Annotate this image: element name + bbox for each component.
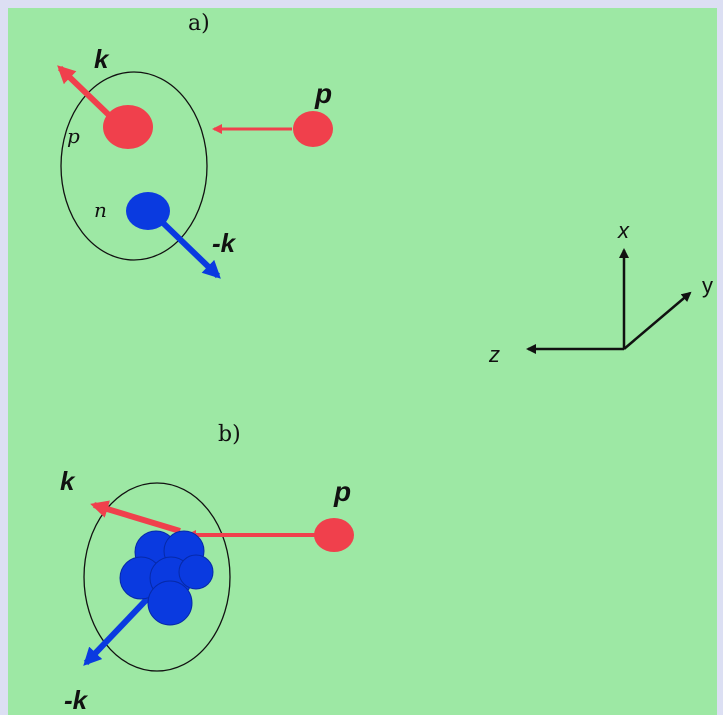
- k-label-a: k: [94, 44, 110, 74]
- proton-a-icon: [103, 105, 153, 149]
- proton-label-a: p: [67, 124, 80, 148]
- z-axis-label: z: [488, 342, 500, 367]
- incoming-proton-a-icon: [293, 111, 333, 147]
- minus-k-label-b: -k: [64, 685, 89, 715]
- cluster-neutron-icon: [148, 581, 192, 625]
- panel-a-label: a): [188, 11, 210, 36]
- neutron-a-icon: [126, 192, 170, 230]
- x-axis-label: x: [617, 218, 630, 243]
- neutron-label-a: n: [94, 198, 107, 222]
- cluster-neutron-icon: [179, 555, 213, 589]
- minus-k-label-a: -k: [212, 228, 237, 258]
- incoming-p-label-a: p: [314, 78, 332, 109]
- incoming-p-label-b: p: [333, 476, 351, 507]
- incoming-proton-b-icon: [314, 518, 354, 552]
- y-axis-label: y: [702, 273, 713, 298]
- panel-b-label: b): [218, 422, 241, 447]
- k-label-b: k: [60, 466, 76, 496]
